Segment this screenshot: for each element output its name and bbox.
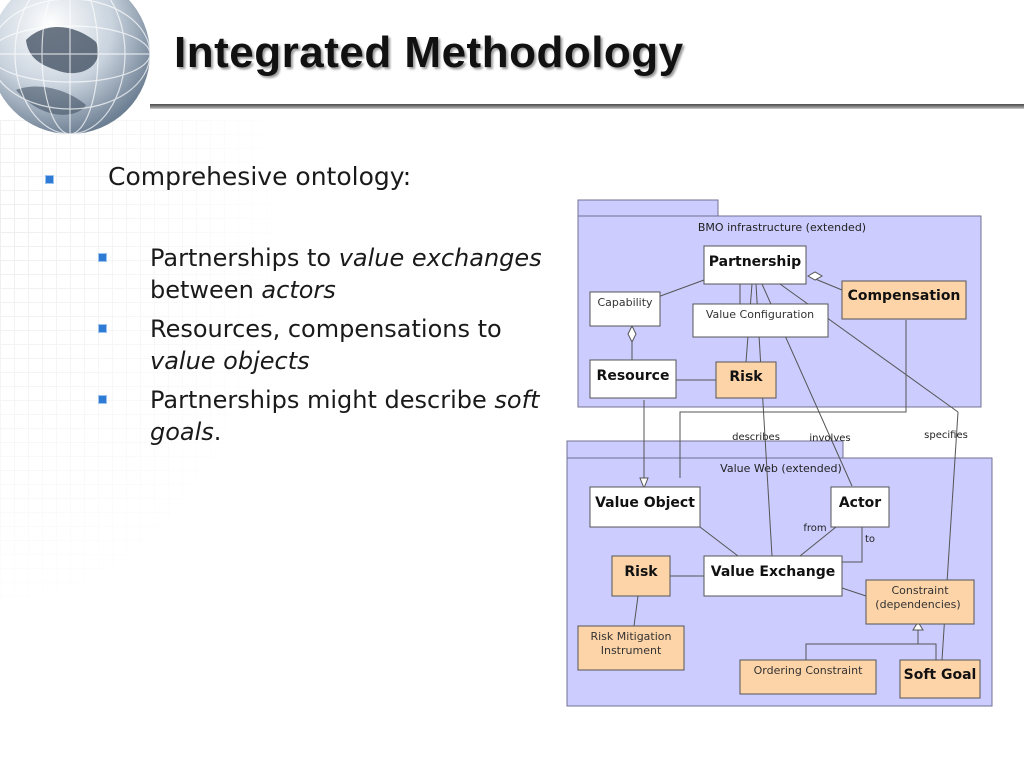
label-to: to	[865, 534, 875, 545]
bullet-text: Partnerships to	[150, 244, 339, 272]
bullet-item-resources: Resources, compensations to value object…	[150, 313, 550, 377]
page-title: Integrated Methodology	[174, 28, 684, 77]
aggregation-diamond	[806, 271, 824, 281]
bullet-marker	[99, 396, 106, 403]
box-actor: Actor	[830, 486, 890, 528]
label-from: from	[803, 523, 826, 534]
generalization-arrowhead	[639, 477, 649, 490]
bullet-text: Partnerships might describe	[150, 386, 495, 414]
box-partnership: Partnership	[703, 245, 807, 285]
svg-text:Actor: Actor	[839, 495, 881, 511]
svg-text:Value Exchange: Value Exchange	[711, 564, 835, 580]
bullet-item-partnerships: Partnerships to value exchanges between …	[150, 242, 550, 306]
box-risk-top: Risk	[715, 361, 777, 399]
bullet-item-softgoals: Partnerships might describe soft goals.	[150, 384, 540, 448]
box-value-exchange: Value Exchange	[703, 555, 843, 597]
svg-text:(dependencies): (dependencies)	[875, 598, 960, 611]
background-grid	[0, 120, 300, 640]
label-involves: involves	[809, 433, 850, 444]
box-constraint: Constraint (dependencies)	[865, 579, 975, 625]
svg-text:Partnership: Partnership	[709, 254, 801, 270]
svg-text:Risk Mitigation: Risk Mitigation	[590, 630, 671, 643]
bullet-marker	[46, 176, 53, 183]
box-resource: Resource	[589, 359, 677, 399]
bullet-marker	[99, 254, 106, 261]
svg-text:Capability: Capability	[597, 296, 653, 309]
box-capability: Capability	[589, 291, 661, 327]
package-bmo-label: BMO infrastructure (extended)	[698, 221, 866, 234]
globe-icon	[0, 0, 151, 135]
box-soft-goal: Soft Goal	[899, 659, 981, 699]
svg-text:Value Configuration: Value Configuration	[706, 308, 814, 321]
box-compensation: Compensation	[841, 280, 967, 320]
aggregation-diamond	[627, 324, 637, 344]
label-describes: describes	[732, 432, 780, 443]
bullet-text-italic: actors	[261, 276, 336, 304]
svg-text:Risk: Risk	[729, 369, 763, 385]
bullet-text: .	[213, 418, 222, 446]
bullet-text: Resources, compensations to	[150, 315, 502, 343]
box-risk-mitigation: Risk Mitigation Instrument	[577, 625, 685, 671]
title-divider	[150, 104, 1024, 109]
bullet-text-italic: value objects	[150, 347, 310, 375]
svg-text:Value Object: Value Object	[595, 495, 695, 511]
bullet-text: between	[150, 276, 262, 304]
box-value-configuration: Value Configuration	[692, 303, 829, 338]
label-specifies: specifies	[924, 430, 968, 441]
svg-text:Instrument: Instrument	[601, 644, 662, 657]
package-valueweb-label: Value Web (extended)	[720, 462, 842, 475]
bullet-text-italic: soft goals	[150, 386, 540, 446]
bullet-level1: Comprehesive ontology:	[108, 162, 412, 191]
svg-text:Compensation: Compensation	[848, 288, 961, 304]
box-risk-bottom: Risk	[611, 555, 671, 597]
svg-text:Constraint: Constraint	[891, 584, 949, 597]
svg-text:Risk: Risk	[624, 564, 658, 580]
generalization-arrowhead	[912, 621, 924, 631]
svg-text:Soft Goal: Soft Goal	[904, 667, 977, 683]
box-ordering-constraint: Ordering Constraint	[739, 659, 877, 695]
svg-text:Ordering Constraint: Ordering Constraint	[754, 664, 863, 677]
bullet-marker	[99, 325, 106, 332]
box-value-object: Value Object	[589, 486, 701, 528]
svg-text:Resource: Resource	[597, 368, 670, 384]
bullet-text-italic: value exchanges	[338, 244, 542, 272]
